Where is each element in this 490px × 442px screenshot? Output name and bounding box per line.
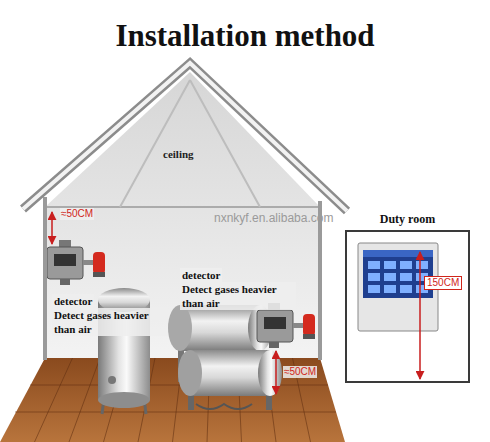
detector-label: detector <box>52 294 94 308</box>
detector-note: Detect gases heavier than air <box>52 308 168 336</box>
watermark: nxnkyf.en.alibaba.com <box>214 211 333 225</box>
wooden-floor <box>0 358 345 442</box>
roof-line <box>23 63 347 211</box>
vertical-tank <box>98 288 150 414</box>
room-label: Duty room <box>380 212 435 226</box>
dimension-label: 150CM <box>424 276 462 290</box>
detector-label: detector <box>180 268 222 282</box>
roof-truss <box>120 80 260 207</box>
gas-detector <box>47 240 105 285</box>
ceiling-label: ceiling <box>163 148 194 161</box>
diagram-title: Installation method <box>115 18 374 54</box>
height-arrow <box>419 252 421 379</box>
distance-arrow <box>275 351 277 394</box>
duty-room-box: Duty room <box>345 230 470 383</box>
roof-line <box>23 63 347 211</box>
detector-note: Detect gases heavier than air <box>180 282 296 310</box>
dimension-label: ≈50CM <box>283 366 317 378</box>
dimension-label: ≈50CM <box>60 208 94 220</box>
wall-line <box>43 197 47 360</box>
distance-arrow <box>51 212 53 244</box>
floor-planks <box>15 358 336 442</box>
